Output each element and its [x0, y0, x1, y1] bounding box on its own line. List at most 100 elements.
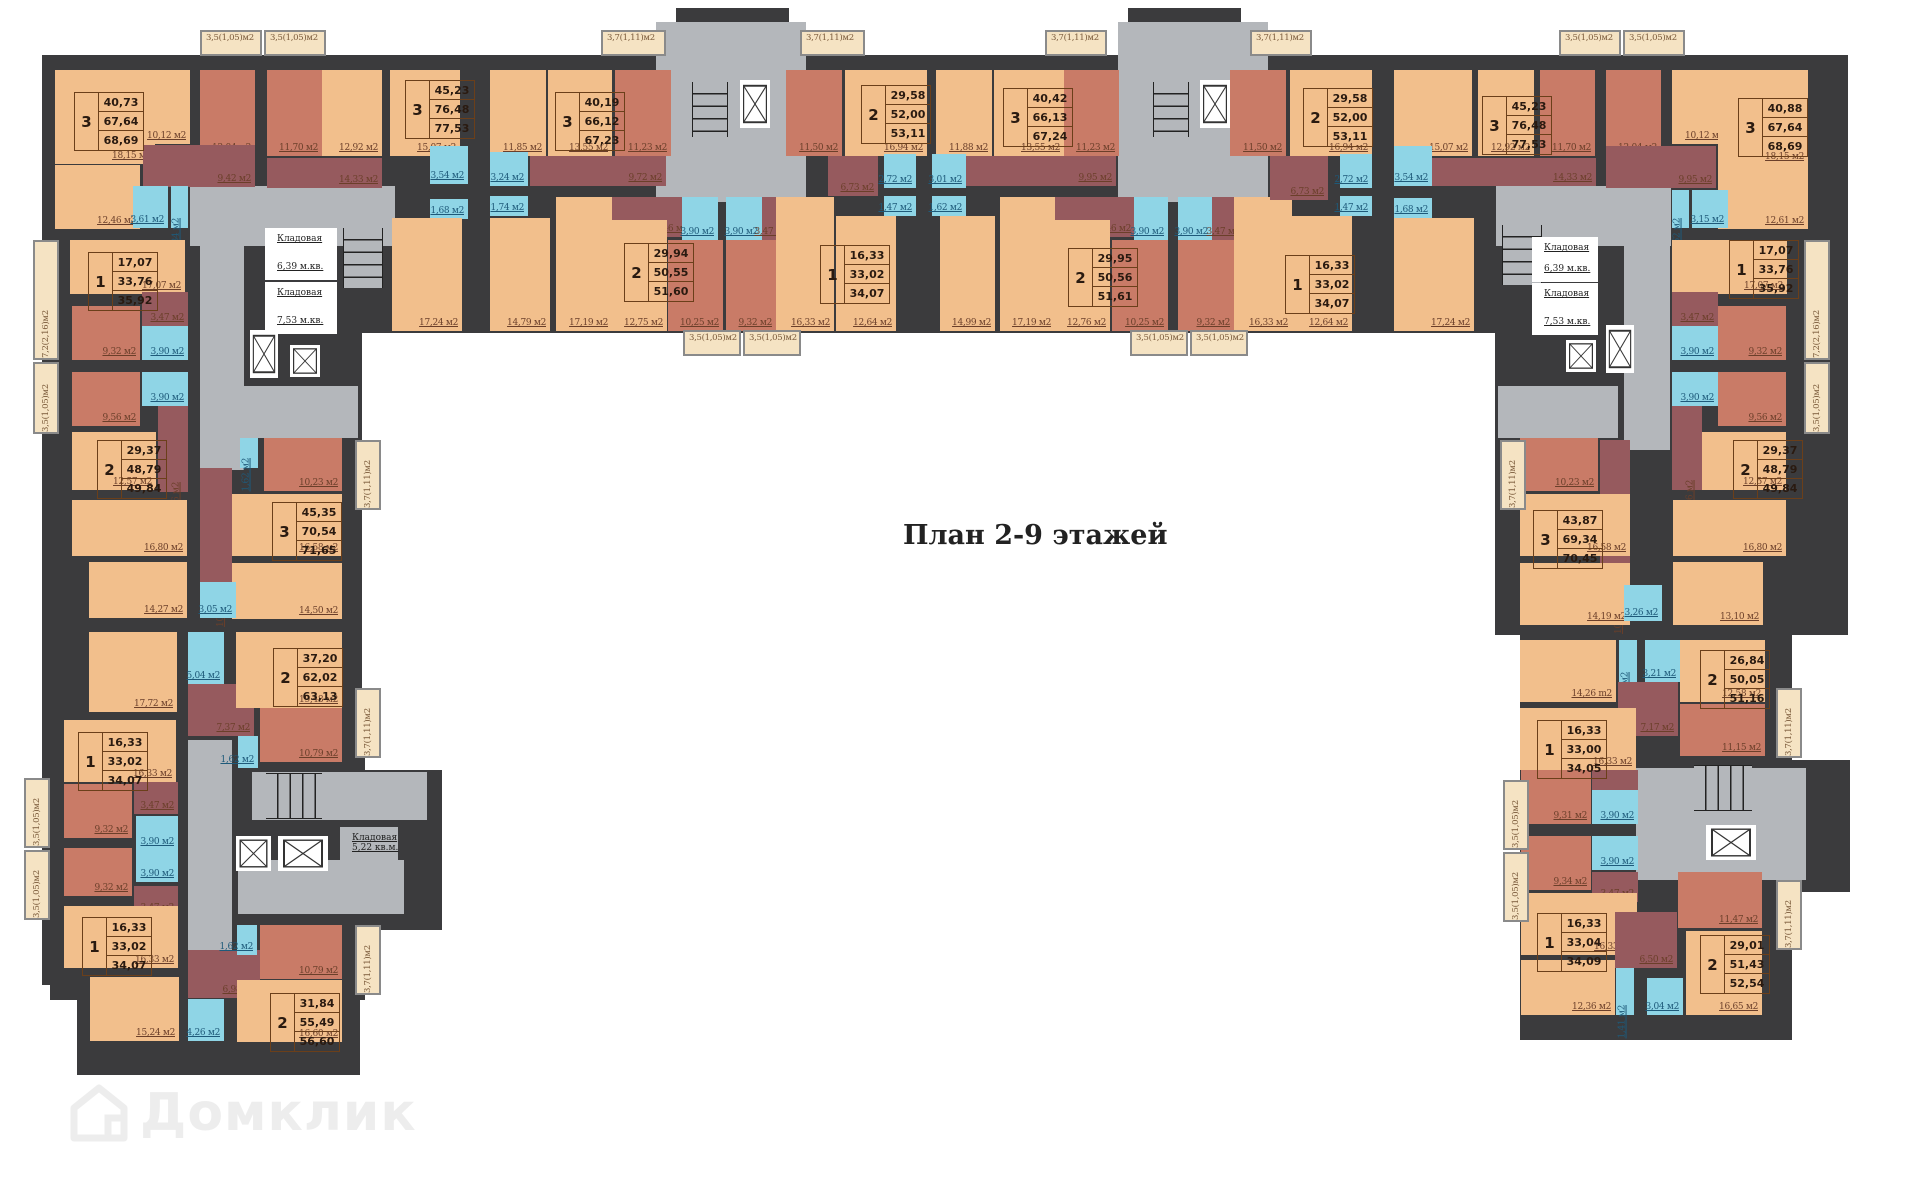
area-label: 11,50 м2: [799, 143, 838, 153]
total-area-with-balcony: 52,54: [1729, 977, 1765, 990]
area-label: 6,73 м2: [840, 183, 874, 193]
area-label: 17,19 м2: [1012, 318, 1051, 328]
living-area: 29,37: [122, 441, 166, 460]
bedroom: 9,32 м2: [64, 784, 132, 838]
living-room: 16,80 м2: [1673, 500, 1786, 556]
living-room: 13,55 м2: [994, 70, 1064, 156]
living-room: 14,79 м2: [490, 218, 550, 331]
living-room: 12,64 м2: [1292, 216, 1352, 331]
living-area: 16,33: [1310, 256, 1354, 275]
room-count: 2: [625, 244, 649, 301]
area-label: 16,33 м2: [1594, 942, 1633, 952]
living-area: 45,23: [1507, 97, 1551, 116]
bathroom: 1,68 м2: [430, 199, 468, 219]
room-count: 2: [1734, 441, 1758, 498]
area-label: 1,62 м2: [220, 755, 254, 765]
bedroom: 11,47 м2: [1678, 872, 1762, 928]
elevator-shaft: [250, 330, 278, 378]
storage-area: 6,39 м.кв.: [277, 262, 324, 272]
bathroom: 3,90 м2: [1592, 836, 1638, 870]
elevator-shaft: [1606, 325, 1634, 373]
elevator-icon: [283, 839, 323, 868]
area-label: 3,90 м2: [140, 869, 174, 879]
area-label: 13,55 м2: [1021, 143, 1060, 153]
area-label: 12,64 м2: [1309, 318, 1348, 328]
balcony: 3,7(1,11)м2: [1500, 440, 1526, 510]
area-label: 3,5(1,05)м2: [1629, 33, 1677, 43]
living-area: 16,33: [107, 918, 151, 937]
total-area: 69,34: [1558, 530, 1602, 549]
area-label: 11,88 м2: [949, 143, 988, 153]
total-area: 33,04: [1562, 933, 1606, 952]
bedroom: 10,23 м2: [264, 438, 342, 491]
bathroom: 3,90 м2: [1672, 326, 1718, 360]
common-corridor: [656, 22, 806, 202]
area-label: 3,5(1,05)м2: [749, 333, 797, 343]
area-label: 16,58 м2: [1587, 543, 1626, 553]
area-label: 16,33 м2: [133, 769, 172, 779]
total-area-with-balcony: 51,60: [653, 285, 689, 298]
bathroom: 3,90 м2: [1130, 197, 1168, 240]
bathroom: 3,04 м2: [1645, 978, 1683, 1015]
area-label: 3,90 м2: [1600, 811, 1634, 821]
balcony: 3,5(1,05)м2: [1503, 852, 1529, 922]
area-label: 14,50 м2: [299, 606, 338, 616]
bathroom: 3,90 м2: [1174, 197, 1212, 240]
balcony: 3,5(1,05)м2: [1623, 30, 1685, 56]
bathroom: 1,62 м2: [1672, 190, 1689, 252]
area-label: 15,24 м2: [136, 1028, 175, 1038]
elevator-icon: [293, 348, 317, 374]
living-room: 17,24 м2: [392, 218, 462, 331]
total-area-with-balcony: 71,65: [301, 544, 337, 557]
bathroom: 3,90 м2: [724, 197, 762, 240]
total-area-with-balcony: 49,84: [1762, 482, 1798, 495]
area-label: 10,79 м2: [299, 966, 338, 976]
area-label: 12,61 м2: [1765, 216, 1804, 226]
common-corridor: [1498, 386, 1618, 438]
area-label: 9,95 м2: [1078, 173, 1112, 183]
bedroom: 10,23 м2: [1520, 438, 1598, 491]
storage-area: 7,53 м.кв.: [1544, 317, 1591, 327]
hallway: 5,96 м2: [1672, 406, 1702, 514]
area-label: 13,55 м2: [569, 143, 608, 153]
bedroom: 12,04 м2: [1606, 70, 1661, 156]
area-label: 17,07 м2: [1744, 281, 1783, 291]
living-room: 17,24 м2: [1394, 218, 1474, 331]
area-label: 9,32 м2: [94, 825, 128, 835]
area-label: 3,54 м2: [430, 171, 464, 181]
total-area-with-balcony: 34,07: [111, 959, 147, 972]
room-count: 1: [1538, 721, 1562, 778]
area-label: 10,79 м2: [299, 749, 338, 759]
area-label: 16,33 м2: [135, 955, 174, 965]
area-label: 1,62 м2: [242, 458, 252, 492]
area-label: 1,47 м2: [878, 203, 912, 213]
elevator-icon: [1203, 84, 1227, 124]
area-label: 6,46 м2: [654, 224, 688, 234]
area-label: 9,34 м2: [1553, 877, 1587, 887]
area-label: 3,5(1,05)м2: [270, 33, 318, 43]
balcony: 3,5(1,05)м2: [24, 850, 50, 920]
living-room: 12,61 м2: [1718, 165, 1808, 229]
room-count: 3: [1739, 99, 1763, 156]
room-count: 2: [1701, 936, 1725, 993]
storage-area: 7,53 м.кв.: [277, 316, 324, 326]
area-label: 9,72 м2: [628, 173, 662, 183]
total-area: 66,13: [1028, 108, 1072, 127]
area-label: 14,99 м2: [952, 318, 991, 328]
balcony: 7,2(2,16)м2: [33, 240, 59, 360]
living-area: 16,33: [845, 246, 889, 265]
bedroom: 9,56 м2: [1718, 372, 1786, 426]
area-label: 3,47 м2: [1206, 227, 1240, 237]
area-label: 9,32 м2: [94, 883, 128, 893]
area-label: 3,15 м2: [1690, 215, 1724, 225]
storage-title: Кладовая: [352, 833, 398, 843]
bathroom: 3,90 м2: [1592, 790, 1638, 824]
bedroom: 9,32 м2: [1718, 306, 1786, 360]
staircase: [1694, 765, 1752, 811]
total-area: 33,02: [107, 937, 151, 956]
